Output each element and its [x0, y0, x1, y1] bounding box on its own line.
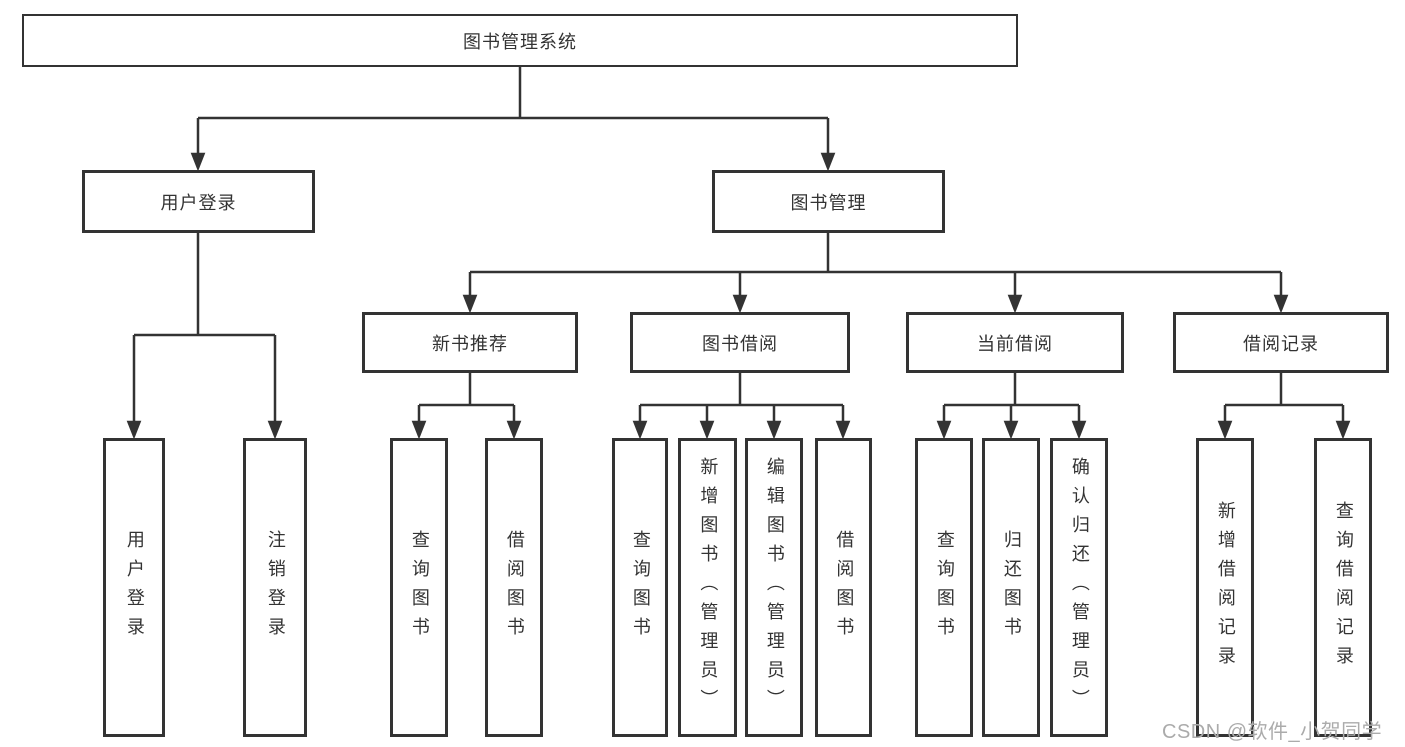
node-label: 图书管理系统	[463, 31, 577, 52]
node-new-book-recommend: 新书推荐	[362, 312, 578, 373]
node-query-borrow-record: 查询借阅记录	[1314, 438, 1372, 737]
node-label: 用户登录	[160, 192, 237, 213]
node-label: 借阅图书	[834, 529, 855, 646]
node-label: 查询图书	[409, 529, 430, 646]
node-book-borrowing: 图书借阅	[630, 312, 850, 373]
node-label: 图书借阅	[702, 333, 778, 354]
node-label: 新书推荐	[432, 333, 508, 354]
node-label: 查询借阅记录	[1333, 500, 1354, 675]
node-query-books-3: 查询图书	[915, 438, 973, 737]
node-label: 用户登录	[124, 529, 145, 646]
node-label: 查询图书	[934, 529, 955, 646]
node-label: 确认归还（管理员）	[1069, 457, 1090, 718]
node-user-login: 用户登录	[82, 170, 315, 233]
node-user-login-leaf: 用户登录	[103, 438, 165, 737]
node-label: 归还图书	[1001, 529, 1022, 646]
node-current-borrowing: 当前借阅	[906, 312, 1124, 373]
node-return-book: 归还图书	[982, 438, 1040, 737]
node-library-management-system: 图书管理系统	[22, 14, 1018, 67]
node-query-books-2: 查询图书	[612, 438, 668, 737]
node-edit-book-admin: 编辑图书（管理员）	[745, 438, 803, 737]
node-label: 注销登录	[265, 529, 286, 646]
node-confirm-return-admin: 确认归还（管理员）	[1050, 438, 1108, 737]
node-label: 查询图书	[630, 529, 651, 646]
node-logout: 注销登录	[243, 438, 307, 737]
csdn-watermark: CSDN @软件_小贺同学	[1162, 721, 1383, 743]
node-label: 图书管理	[790, 192, 867, 213]
node-label: 新增借阅记录	[1215, 500, 1236, 675]
node-label: 借阅记录	[1243, 333, 1319, 354]
node-label: 借阅图书	[504, 529, 525, 646]
node-add-borrow-record: 新增借阅记录	[1196, 438, 1254, 737]
node-borrowing-records: 借阅记录	[1173, 312, 1389, 373]
node-label: 新增图书（管理员）	[698, 457, 719, 718]
node-borrow-books-2: 借阅图书	[815, 438, 872, 737]
node-query-books-1: 查询图书	[390, 438, 448, 737]
node-add-book-admin: 新增图书（管理员）	[678, 438, 737, 737]
node-label: 编辑图书（管理员）	[764, 457, 785, 718]
node-book-management: 图书管理	[712, 170, 945, 233]
node-borrow-books-1: 借阅图书	[485, 438, 543, 737]
node-label: 当前借阅	[977, 333, 1053, 354]
